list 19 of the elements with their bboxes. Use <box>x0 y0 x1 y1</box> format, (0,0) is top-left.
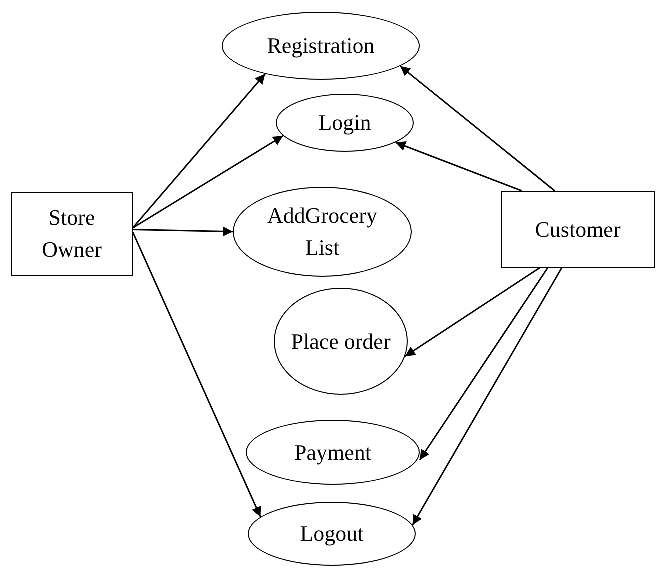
arrow <box>132 135 284 229</box>
actor-box <box>501 191 655 268</box>
arrow <box>132 232 262 518</box>
node-label: Logout <box>300 520 364 548</box>
arrow <box>412 268 563 526</box>
node-label: Registration <box>267 32 375 60</box>
node-label: Place order <box>291 328 391 356</box>
arrow <box>419 268 549 460</box>
actor-box <box>11 192 133 276</box>
arrow <box>404 267 540 358</box>
arrow <box>132 226 234 237</box>
arrow <box>396 142 522 192</box>
node-label: AddGrocery List <box>266 202 378 262</box>
node-label: Customer <box>535 216 621 244</box>
node-label: Store Owner <box>41 204 103 264</box>
arrow <box>132 74 266 229</box>
node-label: Login <box>318 109 372 137</box>
arrow <box>400 66 556 192</box>
node-label: Payment <box>294 438 372 467</box>
